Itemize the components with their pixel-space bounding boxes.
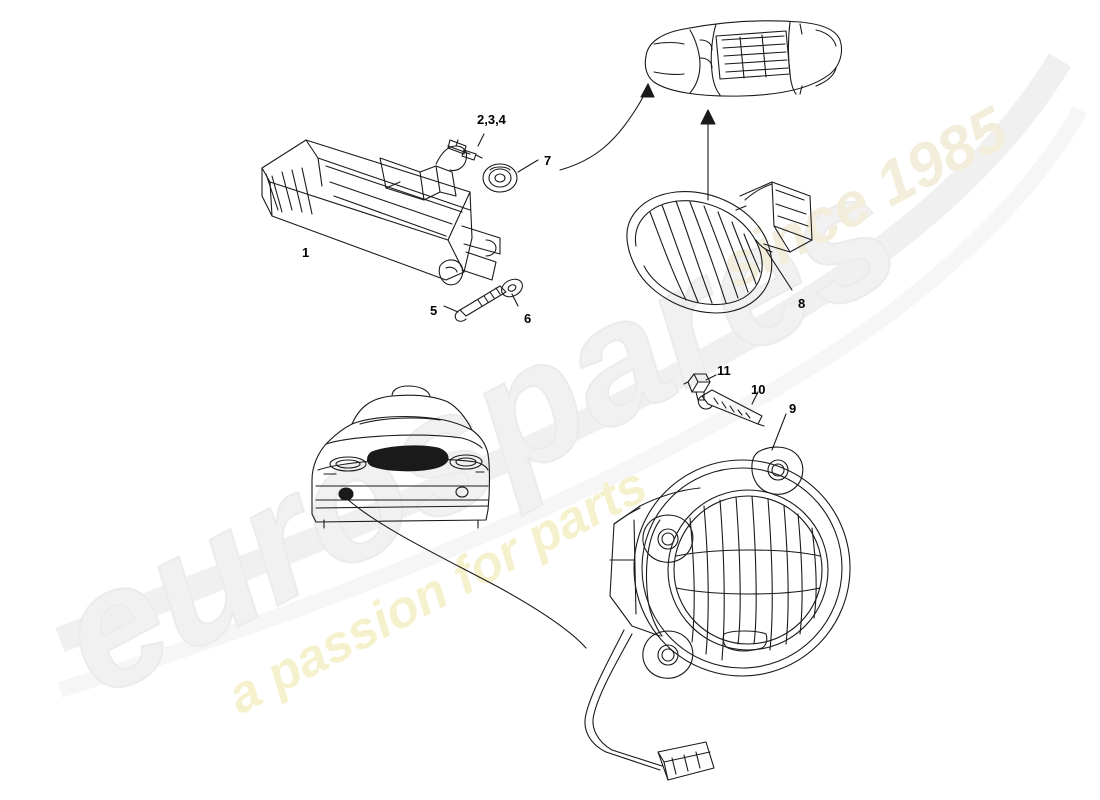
callout-10: 10: [751, 382, 766, 397]
fixing-bolt: [454, 285, 507, 322]
leader-11: [705, 374, 717, 381]
bulb-and-holder-set: [447, 133, 485, 161]
front-fog-lamp-assembly: [584, 446, 851, 781]
washer: [501, 278, 523, 298]
leader-frontview-to-foglamp: [345, 497, 587, 649]
fog-lamp-clip: [683, 373, 711, 401]
leader-9: [771, 413, 787, 451]
callout-1: 1: [302, 245, 310, 260]
callout-7: 7: [544, 153, 552, 168]
callout-2-3-4: 2,3,4: [477, 112, 506, 127]
callout-9: 9: [789, 401, 797, 416]
callout-5: 5: [430, 303, 438, 318]
leader-10: [751, 391, 759, 405]
leader-8: [765, 249, 793, 291]
leader-6: [511, 293, 519, 307]
leader-5: [443, 305, 459, 313]
callout-6: 6: [524, 311, 532, 326]
grommet: [482, 163, 518, 193]
leader-foglamp-to-topview: [700, 109, 716, 201]
callout-8: 8: [798, 296, 806, 311]
front-view-car: [311, 385, 491, 529]
side-repeater-lamp-assembly: [261, 139, 501, 286]
top-view-car: [644, 20, 843, 97]
leader-repeater-to-topview: [559, 83, 655, 171]
leader-7: [517, 159, 539, 173]
fog-lamp-adjuster-screw: [697, 389, 765, 427]
callout-11: 11: [717, 363, 731, 378]
fog-lamp-unit-rear: [626, 181, 813, 314]
